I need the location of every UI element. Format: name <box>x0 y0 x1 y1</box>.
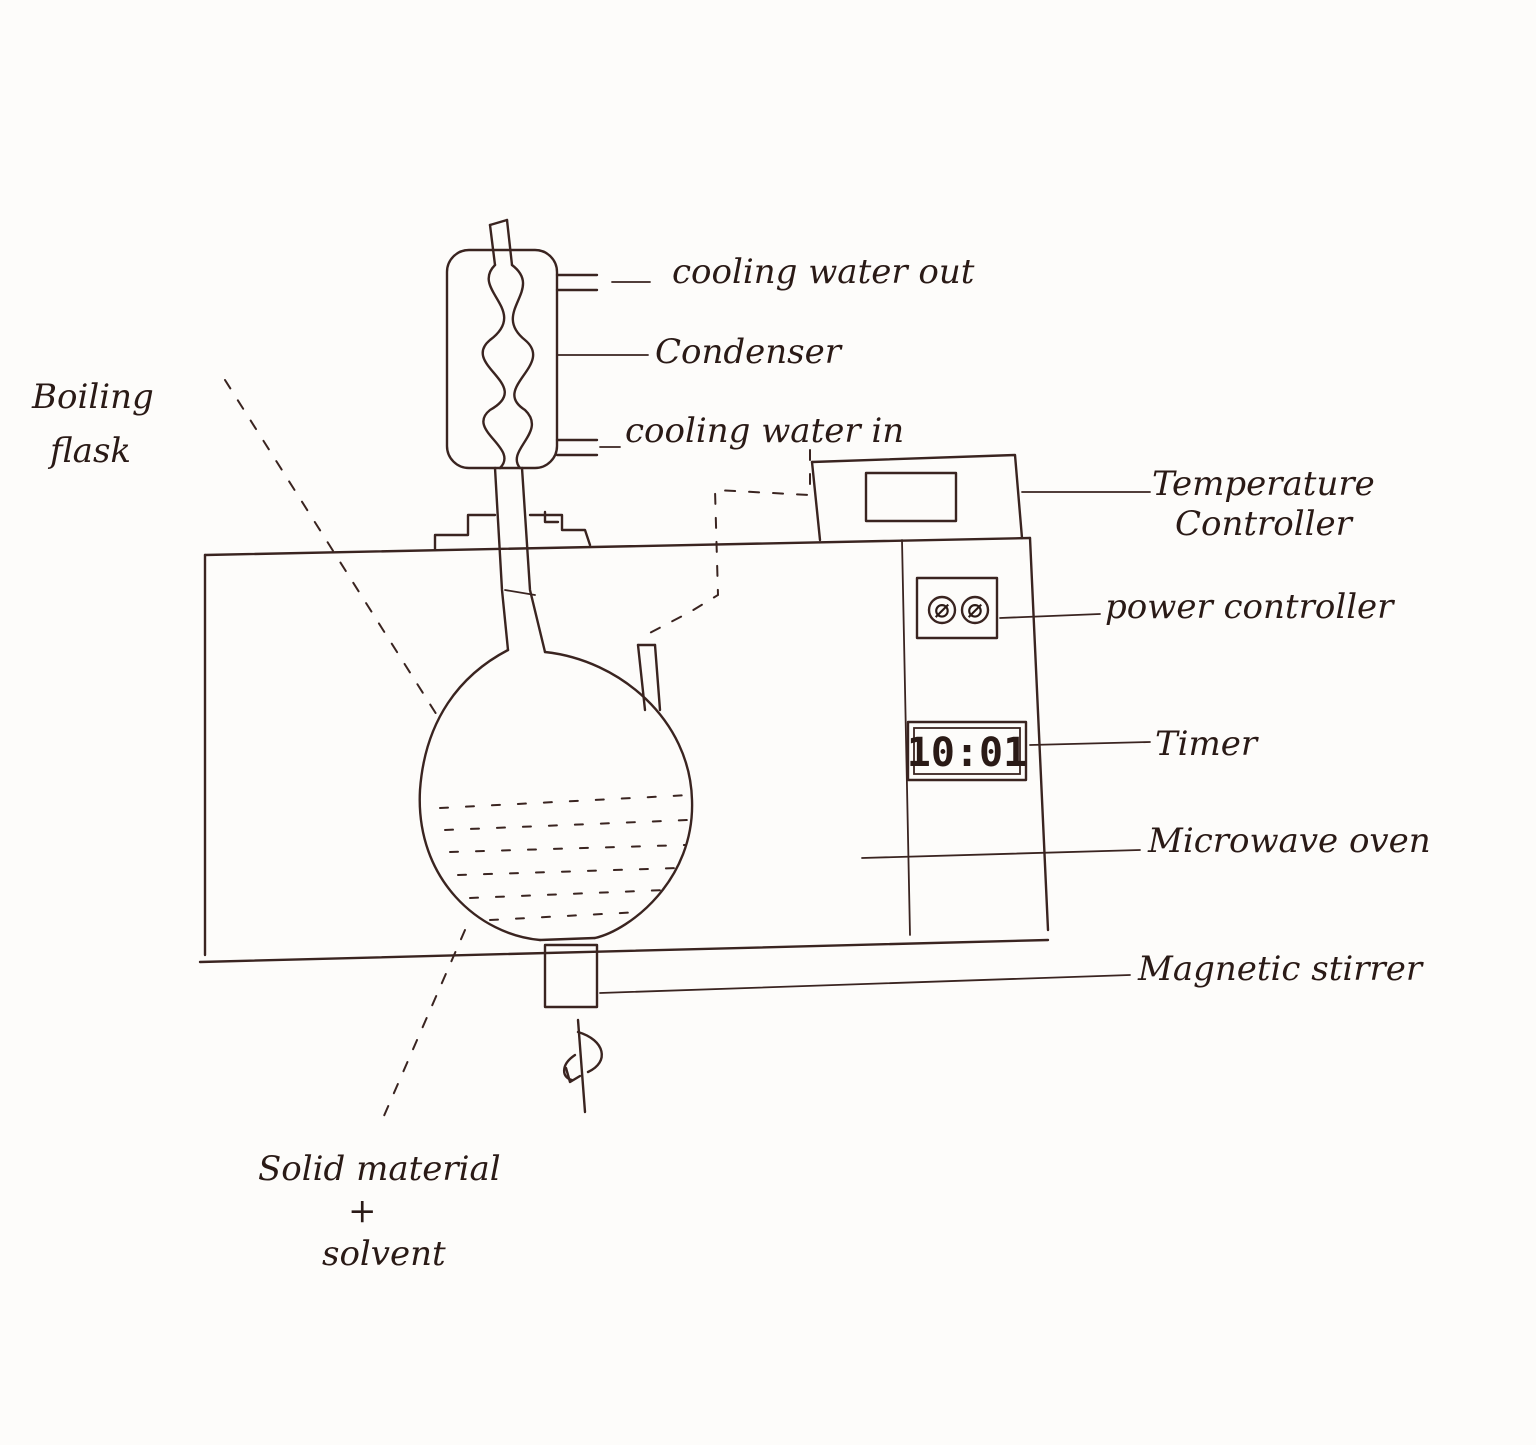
microwave-oven <box>198 536 1050 964</box>
flask-neck <box>433 466 592 654</box>
power-knob-2: ∅ <box>967 596 983 626</box>
label-solvent: solvent <box>322 1234 446 1274</box>
label-solid-material: Solid material <box>258 1149 501 1189</box>
label-timer: Timer <box>1155 724 1259 764</box>
label-cooling-water-out: cooling water out <box>672 252 975 292</box>
label-power-controller: power controller <box>1105 587 1395 627</box>
temperature-controller <box>810 453 1024 542</box>
label-magnetic-stirrer: Magnetic stirrer <box>1137 949 1424 989</box>
label-temperature-controller-line2: Controller <box>1175 504 1354 544</box>
temperature-probe-line <box>639 449 811 639</box>
label-boiling-flask-line1: Boiling <box>31 377 154 417</box>
label-temperature-controller-line1: Temperature <box>1152 464 1375 504</box>
label-plus: + <box>348 1191 377 1231</box>
timer-display: 10:01 <box>907 730 1027 776</box>
temperature-probe <box>636 643 662 712</box>
label-condenser: Condenser <box>655 332 843 372</box>
power-controller: ∅ ∅ <box>915 576 999 640</box>
solvent-liquid <box>439 794 691 921</box>
timer: 10:01 <box>907 720 1027 782</box>
power-knob-1: ∅ <box>934 596 950 626</box>
label-microwave-oven: Microwave oven <box>1147 821 1431 861</box>
control-panel <box>901 539 911 936</box>
leader-lines <box>224 281 1151 1126</box>
label-boiling-flask-line2: flask <box>47 431 131 471</box>
label-cooling-water-in: cooling water in <box>625 411 904 451</box>
magnetic-stirrer <box>543 943 603 1114</box>
boiling-flask <box>418 648 694 942</box>
condenser <box>445 218 599 470</box>
